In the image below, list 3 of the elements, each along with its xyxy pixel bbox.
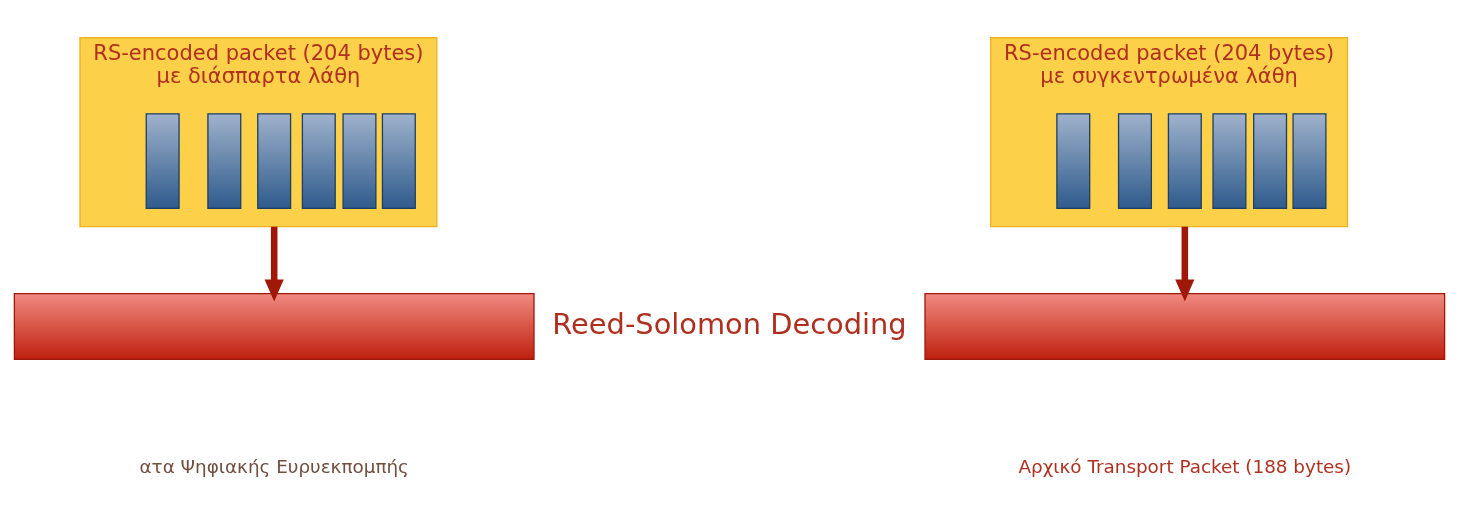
- label: Reed-Solomon Decoding: [552, 306, 907, 341]
- label: ατα Ψηφιακής Ευρυεκπομπής: [139, 455, 409, 477]
- label: Αρχικό Transport Packet (188 bytes): [1018, 455, 1352, 477]
